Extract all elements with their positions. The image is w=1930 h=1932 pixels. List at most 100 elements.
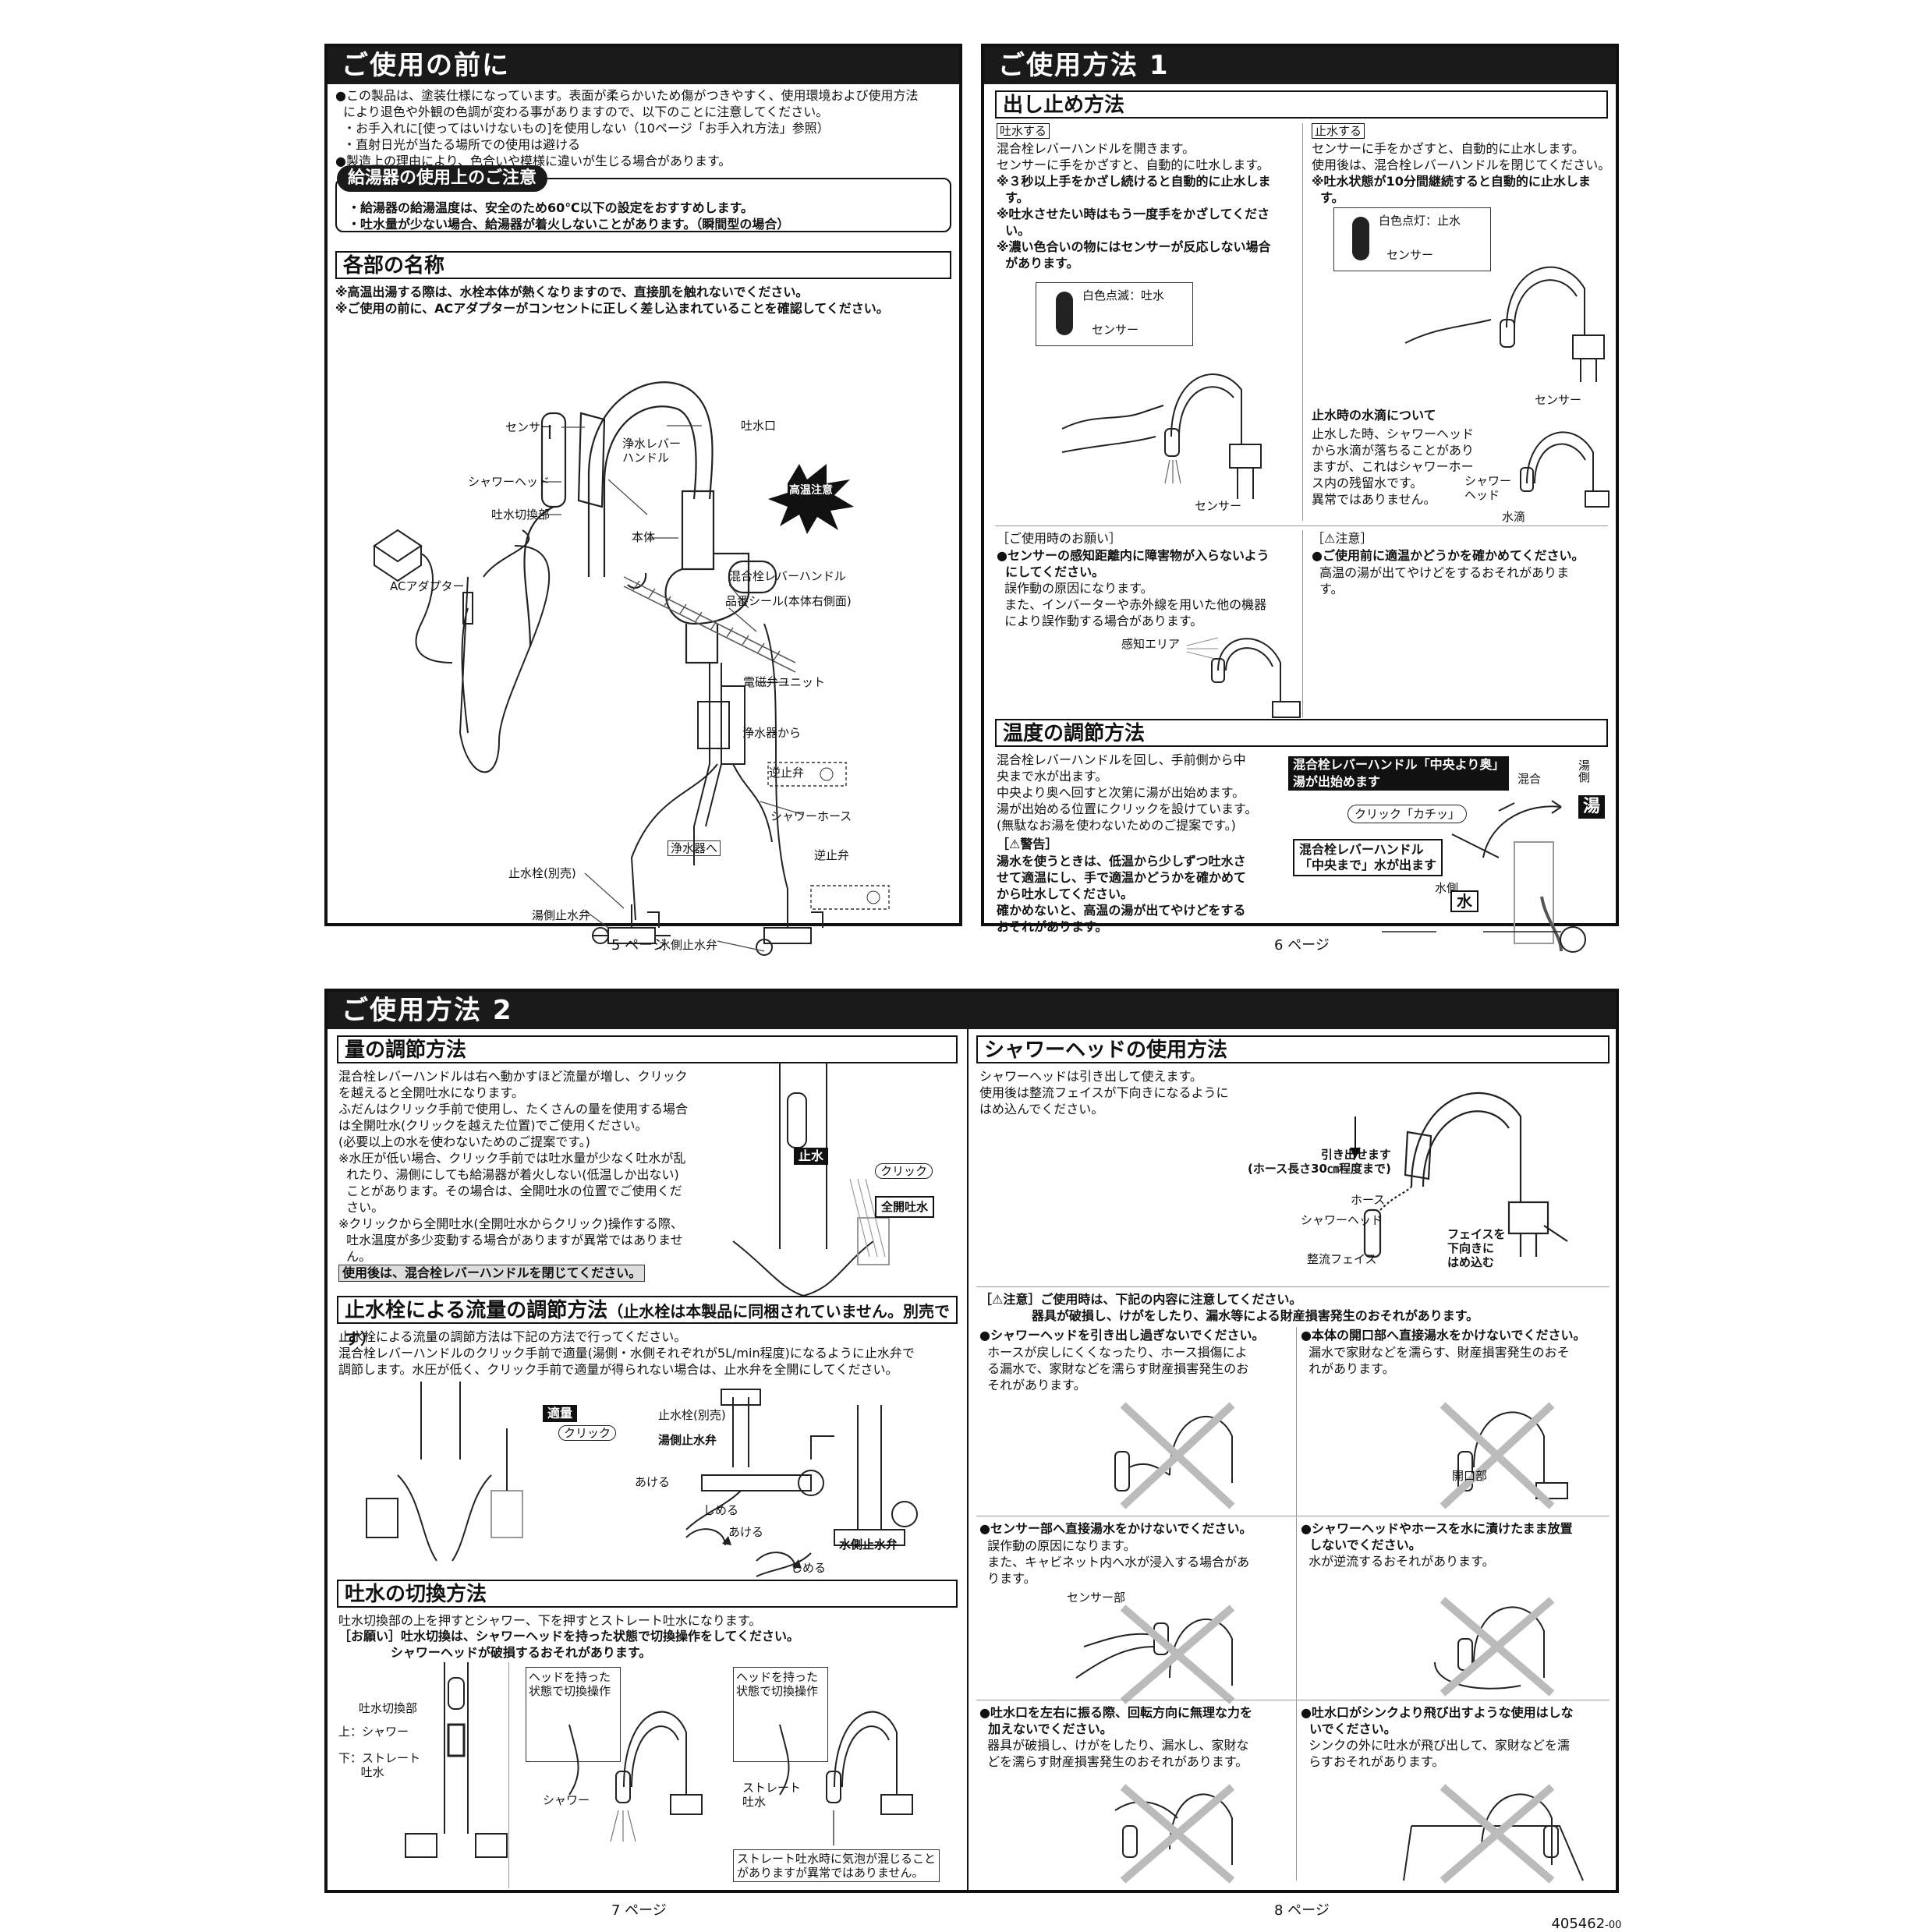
page78-panel: ご使用方法 2 量の調節方法 混合栓レバーハンドルは右へ動かすほど流量が増し、ク… [324,989,1619,1893]
flow-lever-illustration [366,1382,523,1562]
drip-title: 止水時の水滴について [1312,408,1436,423]
label-purifier-lever: 浄水レバー ハンドル [622,437,682,465]
shower-head-section-title: シャワーヘッドの使用方法 [976,1035,1610,1063]
off-sensor-label: センサー [1386,248,1434,262]
flow-hot-stop-label: 湯側止水弁 [658,1433,717,1447]
label-hot-caution: 高温注意 [789,484,833,497]
dispense-off-tag: 止水する [1312,123,1365,139]
straight-mode-label: ストレート 吐水 [742,1781,802,1809]
dispense-on-tag: 吐水する [997,123,1050,139]
flow-section-label: 止水栓による流量の調節方法 [345,1299,608,1322]
flow-click-label: クリック [558,1425,617,1441]
lever-hot-box: 混合栓レバーハンドル「中央より奥」 湯が出始めます [1288,756,1510,791]
lever-mid-box: 混合栓レバーハンドル 「中央まで」水が出ます [1293,839,1443,876]
sensor-blink-icon [1056,292,1073,335]
hold-frame-2 [733,1667,828,1762]
label-stop-valve: 止水栓(別売) [508,866,576,880]
hot-side-label: 湯側 [1577,759,1591,783]
c3-illustration [1075,1605,1235,1704]
sensor-lit-frame [1333,207,1491,271]
c1-bold: ●シャワーヘッドを引き出し過ぎないでください。 [979,1328,1265,1343]
c2-illustration [1440,1402,1568,1509]
c5-text: 器具が破損し、けがをしたり、漏水し、家財な どを濡らす財産損害発生のおそれがあり… [987,1738,1249,1769]
c2-opening-label: 開口部 [1452,1469,1488,1483]
heater-caution-title: 給湯器の使用上のご注意 [337,165,548,192]
heater-caution-box [335,178,951,232]
label-hot-stop: 湯側止水弁 [532,908,591,922]
label-to-purifier: 浄水器へ [668,840,721,856]
request-area-label: 感知エリア [1121,637,1181,651]
c3-bold: ●センサー部へ直接湯水をかけないでください。 [979,1521,1252,1536]
label-valve-unit: 電磁弁ユニット [743,675,826,689]
parts-note: ※高温出湯する際は、水栓本体が熱くなりますので、直接肌を触れないでください。 ※… [335,285,889,316]
label-shower-head: シャワーヘッド [468,475,551,489]
off-sensor-label-2: センサー [1535,393,1582,407]
page5-intro: ●この製品は、塗装仕様になっています。表面が柔らかいため傷がつきやすく、使用環境… [335,88,919,168]
sensing-area-illustration [1186,637,1301,718]
page7-number: 7 ページ [611,1902,667,1919]
dispense-divider [1302,123,1303,521]
page8-number: 8 ページ [1274,1902,1330,1919]
page6-number: 6 ページ [1274,937,1330,954]
page7-title: ご使用方法 2 [328,992,1616,1029]
drip-text: 止水した時、シャワーヘッド から水滴が落ちることがあり ますが、これはシャワーホ… [1312,426,1475,507]
dispense-on-text: 混合栓レバーハンドルを開きます。 センサーに手をかざすと、自動的に吐水します。 [997,141,1270,172]
drip-shower-label: シャワー ヘッド [1464,474,1512,502]
flow-section-title: 止水栓による流量の調節方法（止水栓は本製品に同梱されていません。別売です） [337,1296,958,1348]
flow-cold-stop-label: 水側止水弁 [839,1537,898,1552]
document-code-main: 405462 [1551,1916,1606,1932]
page5-title: ご使用の前に [328,47,959,84]
drip-water-label: 水滴 [1502,510,1526,524]
dispense-off-text: センサーに手をかざすと、自動的に止水します。 使用後は、混合栓レバーハンドルを閉… [1312,141,1611,172]
caution-bold: ●ご使用前に適温かどうかを確かめてください。 [1312,548,1585,563]
temperature-text: 混合栓レバーハンドルを回し、手前側から中 央まで水が出ます。 中央より奥へ回すと… [997,752,1258,833]
label-shower-hose: シャワーホース [770,809,852,823]
switch-text: 吐水切換部の上を押すとシャワー、下を押すとストレート吐水になります。 [338,1613,762,1628]
switch-divider-1 [508,1662,509,1888]
c6-illustration [1403,1784,1584,1884]
shower-head-text: シャワーヘッドは引き出して使えます。 使用後は整流フェイスが下向きになるように … [979,1069,1229,1116]
volume-note: 使用後は、混合栓レバーハンドルを閉じてください。 [338,1265,646,1282]
on-sensor-label-2: センサー [1195,499,1242,513]
face-label: 整流フェイス [1307,1252,1377,1266]
request-bold: ●センサーの感知距離内に障害物が入らないよう にしてください。 [997,548,1270,579]
heater-caution-text: ・給湯器の給湯温度は、安全のため60℃以下の設定をおすすめします。 ・吐水量が少… [348,200,790,232]
on-sensor-label: センサー [1092,323,1139,337]
page78-divider [967,1029,969,1893]
volume-click-label: クリック [875,1163,933,1179]
label-seal: 品番シール(本体右側面) [725,594,852,608]
caution-title: ［⚠注意］ [1312,531,1373,546]
c5-illustration [1114,1784,1235,1884]
c1-illustration [1114,1402,1235,1509]
hot-badge: 湯 [1578,795,1606,819]
shower-head-pull-illustration [1350,1092,1568,1258]
dispense-hdivider [995,525,1608,526]
sensor-lit-icon [1352,217,1369,260]
parts-section-title: 各部の名称 [335,251,951,279]
dispense-off-notes: ※吐水状態が10分間継続すると自動的に止水しま す。 [1312,174,1591,205]
document-code: 405462-00 [1542,1899,1621,1932]
volume-lever-illustration [732,1062,890,1297]
pull-label: 引き出せます (ホース長さ30㎝程度まで) [1248,1148,1391,1176]
p8-caution: ［⚠注意］ご使用時は、下記の内容に注意してください。 器具が破損し、けがをしたり… [979,1292,1479,1323]
mix-label: 混合 [1517,772,1542,786]
flow-open-label-2: あける [728,1525,764,1539]
straight-mode-illustration [779,1711,913,1845]
switch-down-label: 下：ストレート 吐水 [338,1751,421,1779]
flow-stop-valve-label: 止水栓(別売) [658,1408,726,1422]
c4-illustration [1434,1597,1555,1697]
drip-faucet-illustration [1520,431,1610,508]
flow-open-label-1: あける [635,1475,671,1489]
hold-label-2: ヘッドを持った 状態で切換操作 [736,1670,819,1698]
c6-text: シンクの外に吐水が飛び出して、家財などを濡 らすおそれがあります。 [1309,1738,1570,1769]
shower-mode-illustration [568,1711,703,1842]
caution-text: 高温の湯が出てやけどをするおそれがありま す。 [1319,565,1570,596]
bubble-note: ストレート吐水時に気泡が混じること がありますが異常ではありません。 [733,1849,940,1882]
label-cold-stop: 水側止水弁 [659,938,718,952]
stop-valve-illustration [685,1389,918,1577]
cold-badge: 水 [1450,890,1478,912]
c4-text: 水が逆流するおそれがあります。 [1301,1554,1495,1569]
label-sensor: センサー [505,420,553,434]
sensor-blink-frame [1036,282,1193,346]
volume-stop-label: 止水 [794,1148,829,1165]
